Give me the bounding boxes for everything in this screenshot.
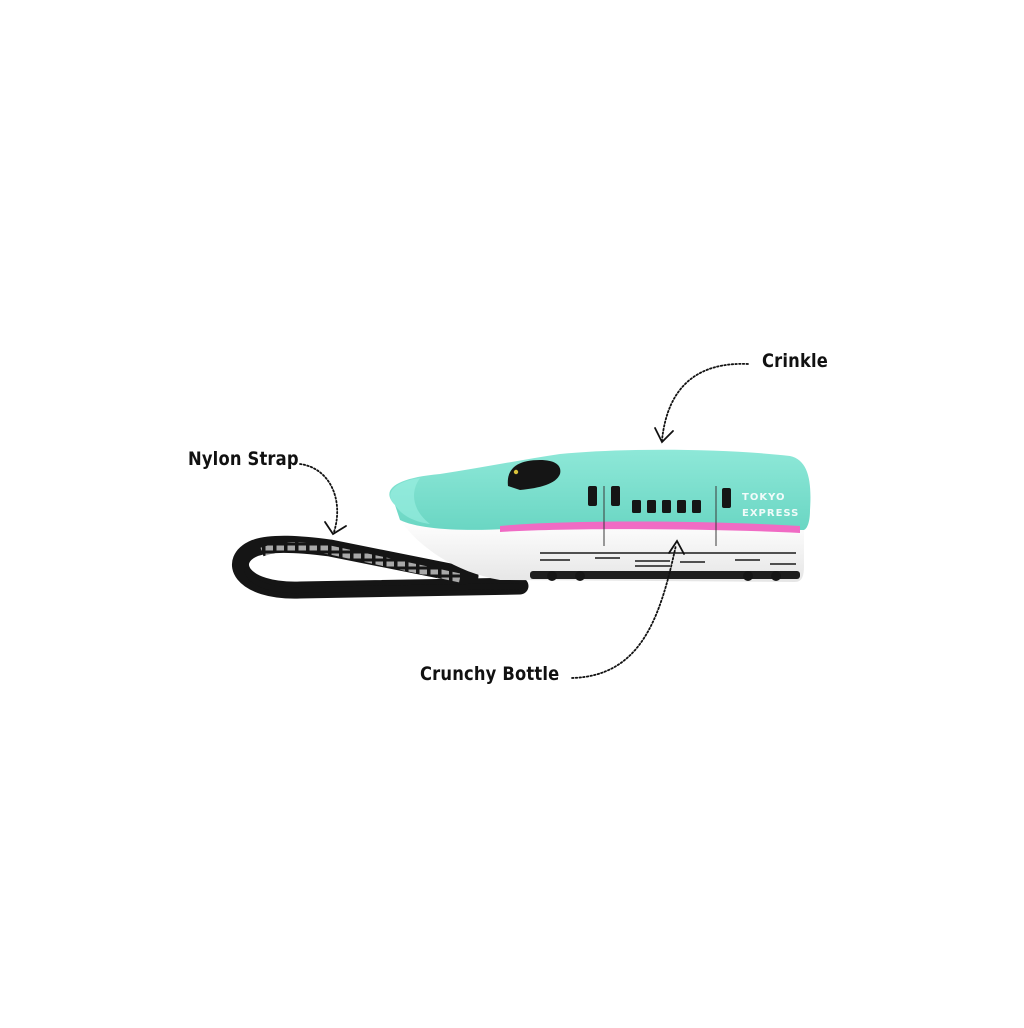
callout-nylon-strap-label: Nylon Strap [188, 448, 299, 470]
callout-arrows [299, 363, 749, 679]
callout-crinkle-label: Crinkle [762, 350, 829, 372]
train-windows [588, 486, 731, 513]
nylon-strap [232, 535, 529, 599]
arrow-bottle-icon [571, 544, 677, 679]
arrow-bottle-head-icon [668, 539, 685, 555]
train-print-line2: EXPRESS [742, 508, 799, 519]
arrow-nylon-icon [299, 463, 339, 533]
train-body: TOKYO EXPRESS [389, 449, 811, 582]
train-print-line1: TOKYO [742, 492, 785, 503]
arrow-nylon-head-icon [324, 521, 347, 536]
undercarriage [540, 552, 796, 567]
callout-crunchy-bottle-label: Crunchy Bottle [420, 663, 560, 685]
arrow-crinkle-head-icon [654, 427, 674, 444]
arrow-crinkle-icon [661, 363, 749, 441]
